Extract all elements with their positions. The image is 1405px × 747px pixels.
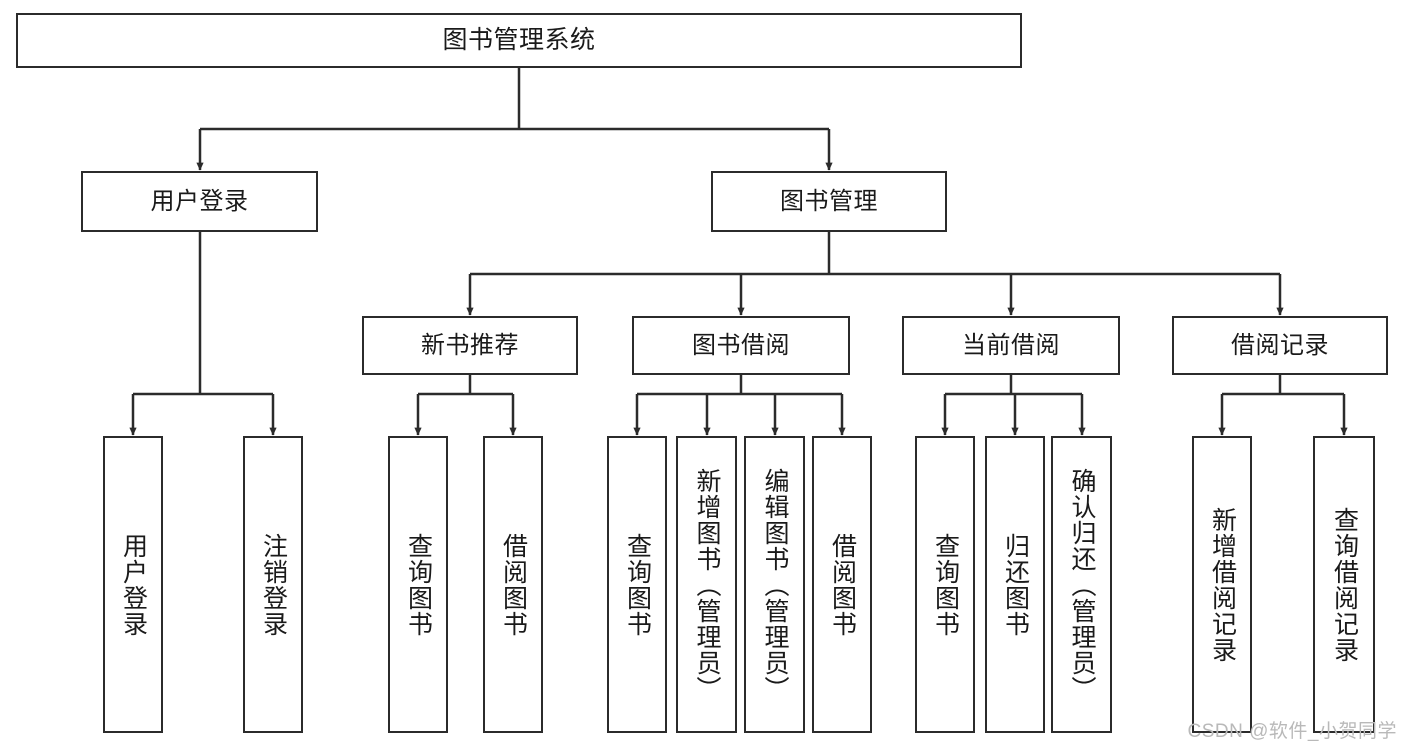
node-leaf-add-record[interactable]: 新增借阅记录 xyxy=(1192,436,1252,733)
node-leaf-user-logout[interactable]: 注销登录 xyxy=(243,436,303,733)
node-leaf-borrow-book-1[interactable]: 借阅图书 xyxy=(483,436,543,733)
node-book-borrow[interactable]: 图书借阅 xyxy=(632,316,850,375)
node-leaf-add-book-label: 新增图书（管理员） xyxy=(693,467,721,702)
node-current-borrow[interactable]: 当前借阅 xyxy=(902,316,1120,375)
node-book-manage[interactable]: 图书管理 xyxy=(711,171,947,232)
node-leaf-add-record-label: 新增借阅记录 xyxy=(1208,506,1237,663)
node-leaf-borrow-book-2-label: 借阅图书 xyxy=(828,532,857,637)
node-root-label: 图书管理系统 xyxy=(442,26,596,55)
node-leaf-query-record[interactable]: 查询借阅记录 xyxy=(1313,436,1375,733)
node-leaf-add-book[interactable]: 新增图书（管理员） xyxy=(676,436,737,733)
node-leaf-query-book-2[interactable]: 查询图书 xyxy=(607,436,667,733)
node-user-login[interactable]: 用户登录 xyxy=(81,171,318,232)
node-leaf-query-record-label: 查询借阅记录 xyxy=(1330,506,1359,663)
node-leaf-return-book-label: 归还图书 xyxy=(1001,532,1030,637)
node-borrow-record-label: 借阅记录 xyxy=(1231,331,1329,359)
node-leaf-user-logout-label: 注销登录 xyxy=(259,532,288,637)
node-leaf-borrow-book-1-label: 借阅图书 xyxy=(499,532,528,637)
node-borrow-record[interactable]: 借阅记录 xyxy=(1172,316,1388,375)
node-leaf-query-book-1[interactable]: 查询图书 xyxy=(388,436,448,733)
node-book-manage-label: 图书管理 xyxy=(780,187,878,215)
node-book-borrow-label: 图书借阅 xyxy=(692,331,790,359)
node-leaf-user-login-label: 用户登录 xyxy=(119,532,148,637)
node-current-borrow-label: 当前借阅 xyxy=(962,331,1060,359)
node-leaf-edit-book[interactable]: 编辑图书（管理员） xyxy=(744,436,805,733)
node-new-book-recommend-label: 新书推荐 xyxy=(421,331,519,359)
node-leaf-query-book-2-label: 查询图书 xyxy=(623,532,652,637)
node-leaf-borrow-book-2[interactable]: 借阅图书 xyxy=(812,436,872,733)
node-leaf-query-book-3[interactable]: 查询图书 xyxy=(915,436,975,733)
node-root[interactable]: 图书管理系统 xyxy=(16,13,1022,68)
csdn-watermark: CSDN @软件_小贺同学 xyxy=(1187,721,1397,742)
node-user-login-label: 用户登录 xyxy=(150,187,249,215)
node-leaf-confirm-return-label: 确认归还（管理员） xyxy=(1068,467,1096,702)
node-new-book-recommend[interactable]: 新书推荐 xyxy=(362,316,578,375)
node-leaf-confirm-return[interactable]: 确认归还（管理员） xyxy=(1051,436,1112,733)
node-leaf-edit-book-label: 编辑图书（管理员） xyxy=(761,467,789,702)
node-leaf-query-book-1-label: 查询图书 xyxy=(404,532,433,637)
node-leaf-return-book[interactable]: 归还图书 xyxy=(985,436,1045,733)
node-leaf-query-book-3-label: 查询图书 xyxy=(931,532,960,637)
node-leaf-user-login[interactable]: 用户登录 xyxy=(103,436,163,733)
